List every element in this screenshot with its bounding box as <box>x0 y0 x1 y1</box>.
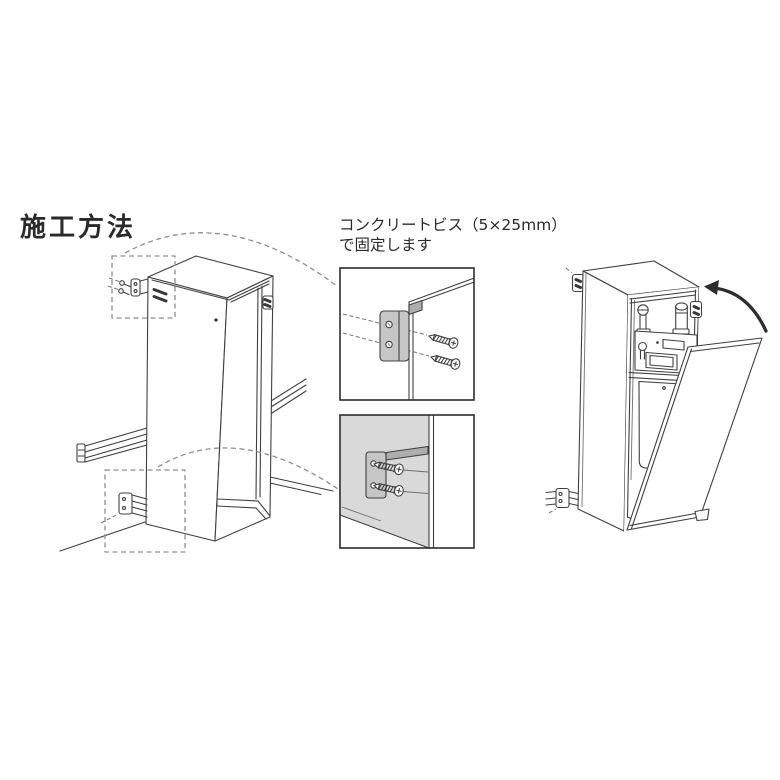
cabinet-door-open <box>626 337 763 531</box>
rear-bracket <box>262 295 274 310</box>
upper-detail-connector <box>124 232 338 287</box>
door-swing-arrow <box>704 280 768 333</box>
fastener-note: コンクリートビス（5×25mm） で固定します <box>339 215 567 255</box>
gas-meter <box>628 302 699 472</box>
lower-detail-connector <box>157 447 339 490</box>
open-cabinet-rear-bracket <box>689 300 703 319</box>
door-lock-dot <box>214 318 218 322</box>
upper-fixing-detail-box <box>339 267 475 401</box>
closed-cabinet-figure <box>59 232 339 553</box>
wall-rail-lower-right <box>269 476 334 496</box>
lower-fixing-bracket <box>100 492 148 524</box>
open-cabinet-upper-bracket <box>565 267 585 293</box>
upper-fixing-bracket <box>107 277 168 303</box>
cabinet-body <box>145 255 274 542</box>
wall-rail-upper-right <box>270 378 307 414</box>
open-cabinet-lower-bracket <box>545 487 579 514</box>
open-cabinet-figure <box>545 260 768 532</box>
upper-fixing-highlight <box>111 255 176 319</box>
lower-fixing-highlight <box>104 469 186 553</box>
fastener-note-line2: で固定します <box>339 236 433 254</box>
page-title: 施工方法 <box>20 213 137 243</box>
fastener-note-line1: コンクリートビス（5×25mm） <box>339 216 567 234</box>
wall-edge-line <box>59 520 149 552</box>
lower-fixing-detail-box <box>339 414 475 549</box>
detail-bracket-upper <box>379 299 423 362</box>
wall-rail-upper-left <box>76 427 148 463</box>
